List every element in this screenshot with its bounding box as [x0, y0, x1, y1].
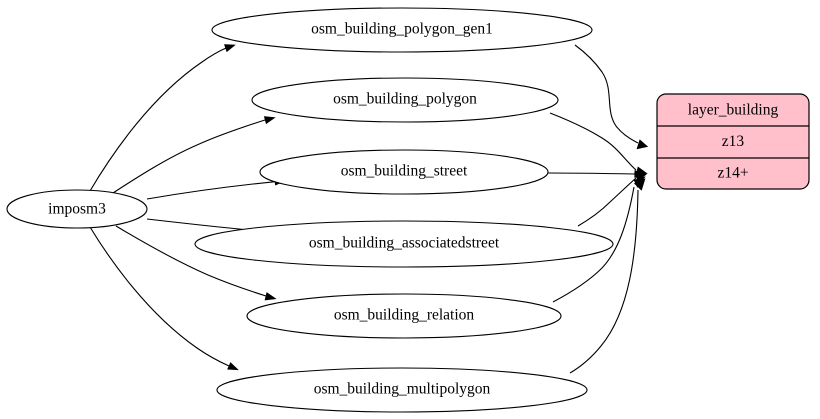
imposm3-ellipse[interactable] [6, 189, 148, 229]
node-osm-building-multipolygon[interactable]: osm_building_multipolygon [216, 367, 588, 413]
edge-osm-building-street-to-layer-z14 [547, 170, 647, 178]
node-osm-building-relation[interactable]: osm_building_relation [246, 293, 562, 339]
edge-osm-building-polygon-gen1-to-layer-z13 [574, 44, 649, 150]
osm-building-polygon-gen1-label: osm_building_polygon_gen1 [311, 21, 493, 38]
edge-imposm3-to-osm-building-polygon [112, 116, 276, 194]
osm-building-associatedstreet-ellipse[interactable] [194, 220, 614, 268]
osm-building-polygon-gen1-ellipse[interactable] [211, 7, 593, 53]
node-layer-building[interactable]: layer_building z13 z14+ [656, 93, 810, 190]
node-osm-building-associatedstreet[interactable]: osm_building_associatedstreet [194, 220, 614, 268]
osm-building-associatedstreet-label: osm_building_associatedstreet [309, 235, 500, 252]
layer-building-title: layer_building [688, 102, 779, 119]
osm-building-relation-ellipse[interactable] [246, 293, 562, 339]
edge-group-tables-to-layer [547, 44, 649, 374]
node-osm-building-street[interactable]: osm_building_street [259, 149, 549, 195]
layer-building-row-z14[interactable]: z14+ [717, 165, 748, 182]
osm-building-polygon-label: osm_building_polygon [333, 91, 477, 108]
osm-building-street-ellipse[interactable] [259, 149, 549, 195]
node-imposm3[interactable]: imposm3 [6, 189, 148, 229]
layer-building-row-z13[interactable]: z13 [722, 133, 745, 150]
node-osm-building-polygon-gen1[interactable]: osm_building_polygon_gen1 [211, 7, 593, 53]
osm-building-multipolygon-label: osm_building_multipolygon [314, 381, 491, 398]
osm-building-street-label: osm_building_street [341, 163, 468, 180]
edge-imposm3-to-osm-building-multipolygon [89, 226, 239, 371]
edge-imposm3-to-osm-building-polygon-gen1 [89, 44, 236, 192]
node-osm-building-polygon[interactable]: osm_building_polygon [251, 77, 559, 123]
edge-osm-building-polygon-to-layer-z14 [549, 112, 648, 175]
osm-building-relation-label: osm_building_relation [334, 307, 475, 324]
osm-building-multipolygon-ellipse[interactable] [216, 367, 588, 413]
layer-building-box[interactable] [656, 93, 810, 190]
osm-building-polygon-ellipse[interactable] [251, 77, 559, 123]
edge-imposm3-to-osm-building-street [146, 177, 286, 200]
imposm3-label: imposm3 [48, 201, 106, 218]
edge-osm-building-multipolygon-to-layer-z14 [569, 178, 646, 374]
edge-imposm3-to-osm-building-relation [115, 225, 277, 301]
